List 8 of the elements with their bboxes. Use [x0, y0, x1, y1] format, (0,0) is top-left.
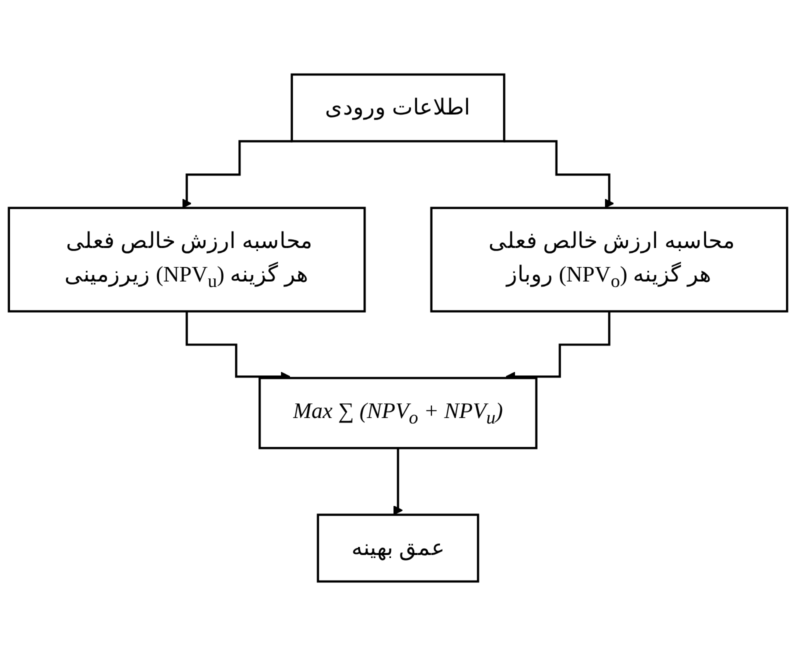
arrow	[182, 140, 292, 208]
node-box	[430, 206, 788, 312]
arrow	[504, 140, 614, 208]
node-box	[316, 514, 480, 583]
node-box	[290, 73, 506, 142]
arrow	[393, 446, 403, 516]
node-box	[258, 376, 538, 450]
node-box	[8, 206, 366, 312]
